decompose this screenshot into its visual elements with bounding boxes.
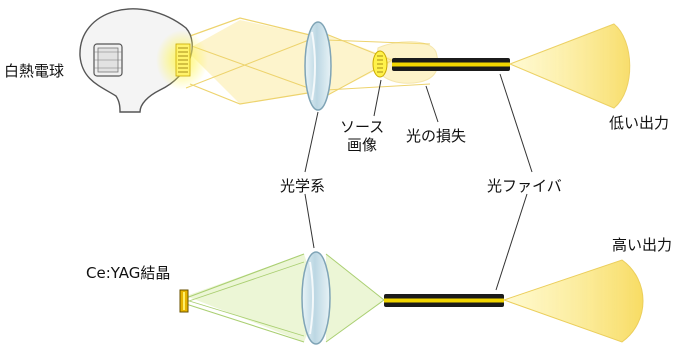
leader-lines [304,73,533,291]
top-lens-icon [304,21,332,111]
source-image-label-line2: 画像 [347,136,377,154]
bulb-beam-to-lens [185,17,315,105]
lens-to-source-beam [325,33,431,97]
high-output-label: 高い出力 [612,236,672,254]
ce-yag-crystal-label: Ce:YAG結晶 [86,264,170,282]
optical-fiber-label: 光ファイバ [487,177,562,195]
source-image-icon [372,50,388,78]
incandescent-bulb-label: 白熱電球 [4,62,64,80]
ce-yag-crystal-icon [179,289,189,313]
crystal-beam-to-lens [185,253,320,343]
high-output-cone [502,259,644,343]
low-output-label: 低い出力 [609,114,669,132]
optics-label: 光学系 [280,177,325,195]
lens-to-fiber-beam [325,253,385,343]
bottom-optical-fiber [384,294,504,307]
low-output-cone [508,23,631,109]
light-loss-label: 光の損失 [406,127,466,145]
source-image-label-line1: ソース [340,118,384,136]
top-optical-fiber [392,58,510,71]
bottom-lens-icon [301,251,331,345]
incandescent-bulb-icon [79,8,208,113]
